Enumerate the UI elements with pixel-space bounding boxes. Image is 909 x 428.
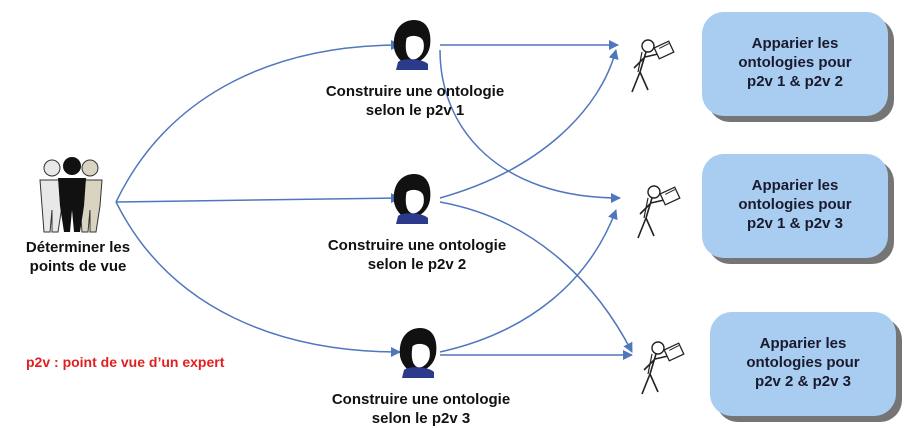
- match-1-line3: p2v 1 & p2v 2: [747, 73, 843, 90]
- builder-1-line1: Construire une ontologie: [325, 83, 505, 100]
- match-2-line1: Apparier les: [751, 177, 839, 194]
- match-1-line1: Apparier les: [751, 35, 839, 52]
- match-3-line1: Apparier les: [759, 335, 847, 352]
- match-2-line3: p2v 1 & p2v 3: [747, 215, 843, 232]
- match-3-line2: ontologies pour: [746, 354, 860, 371]
- match-3-line3: p2v 2 & p2v 3: [755, 373, 851, 390]
- arrow-p2v2-to-match23: [439, 201, 633, 353]
- arrow-start-to-p2v2: [115, 193, 401, 204]
- arrow-p2v2-to-match12: [439, 49, 619, 199]
- builder-3-line1: Construire une ontologie: [331, 391, 511, 408]
- match-box-p2v1-p2v3: Apparier les ontologies pour p2v 1 & p2v…: [702, 154, 888, 258]
- match-1-line2: ontologies pour: [738, 54, 852, 71]
- arrow-p2v3-to-match13: [439, 209, 618, 353]
- builder-label-3: Construire une ontologie selon le p2v 3: [306, 390, 536, 428]
- expert-heads-icon: [393, 19, 431, 71]
- legend-note: p2v : point de vue d’un expert: [26, 354, 225, 370]
- builder-label-2: Construire une ontologie selon le p2v 2: [302, 236, 532, 274]
- builder-label-1: Construire une ontologie selon le p2v 1: [300, 82, 530, 120]
- match-box-p2v2-p2v3: Apparier les ontologies pour p2v 2 & p2v…: [710, 312, 896, 416]
- builder-2-line1: Construire une ontologie: [327, 237, 507, 254]
- person-carrying-document-icon: [637, 185, 681, 239]
- expert-heads-icon: [393, 173, 431, 225]
- expert-heads-icon: [399, 327, 437, 379]
- person-carrying-document-icon: [641, 341, 685, 395]
- arrow-start-to-p2v1: [115, 40, 401, 203]
- builder-3-line2: selon le p2v 3: [371, 410, 471, 427]
- start-label-line2: points de vue: [29, 258, 127, 275]
- person-carrying-document-icon: [631, 39, 675, 93]
- arrow-start-to-p2v3: [115, 201, 401, 357]
- arrow-p2v1-to-match13: [439, 49, 621, 203]
- group-of-people-icon: [39, 157, 103, 233]
- builder-1-line2: selon le p2v 1: [365, 102, 465, 119]
- builder-2-line2: selon le p2v 2: [367, 256, 467, 273]
- start-label-line1: Déterminer les: [25, 239, 131, 256]
- start-label: Déterminer les points de vue: [8, 238, 148, 276]
- match-2-line2: ontologies pour: [738, 196, 852, 213]
- match-box-p2v1-p2v2: Apparier les ontologies pour p2v 1 & p2v…: [702, 12, 888, 116]
